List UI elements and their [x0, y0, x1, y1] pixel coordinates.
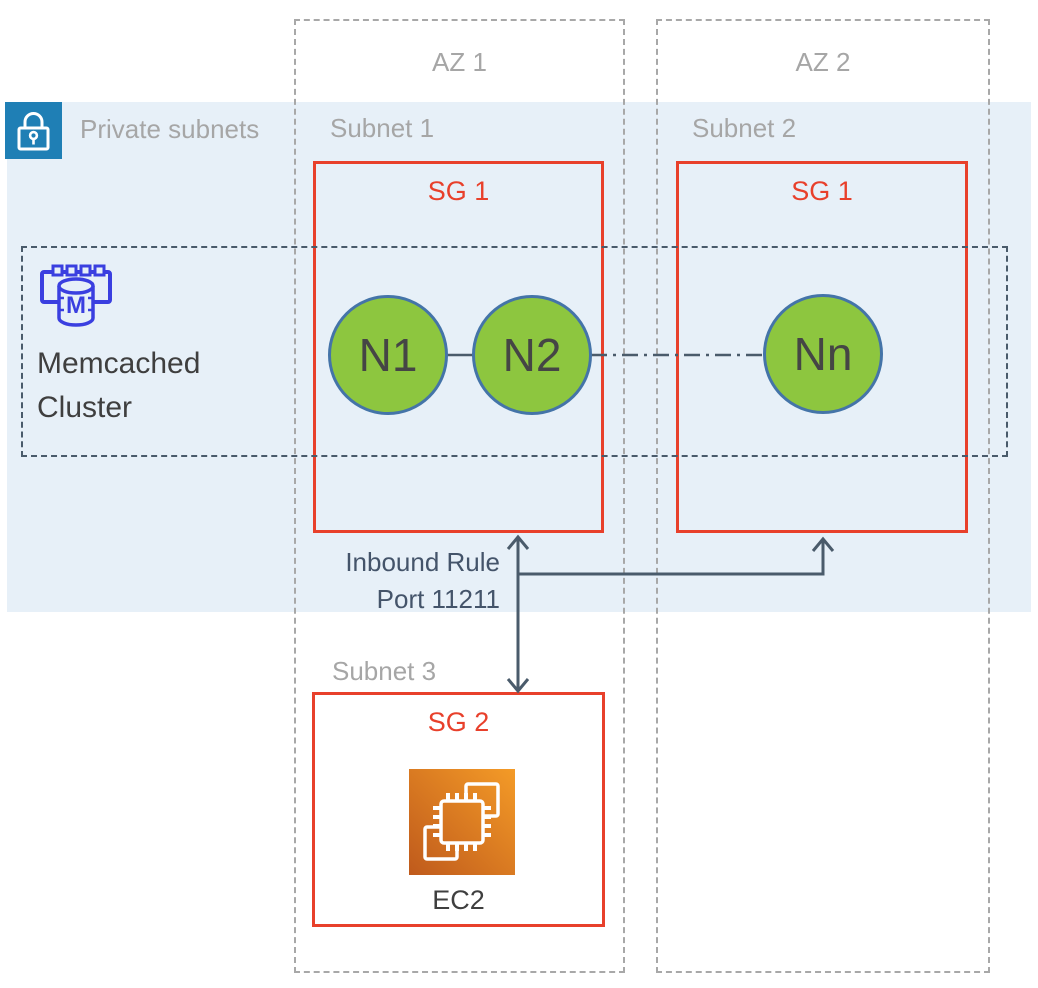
subnet3-label: Subnet 3: [332, 656, 437, 686]
security-group-1-az1: SG 1: [313, 161, 604, 533]
cache-node-n2-label: N2: [502, 329, 562, 381]
sg1-az1-label: SG 1: [427, 176, 490, 206]
cache-node-n2: N2: [472, 295, 592, 415]
inbound-rule-line1: Inbound Rule: [345, 547, 500, 577]
security-group-2: SG 2 EC2: [312, 692, 605, 927]
ec2-label: EC2: [432, 885, 485, 915]
memcached-cluster-label-line1: Memcached: [37, 347, 201, 380]
ec2-icon-glyph: [409, 769, 515, 875]
availability-zone-2: AZ 2 Subnet 2: [656, 19, 990, 973]
availability-zone-1: AZ 1 Subnet 1: [294, 19, 625, 973]
ec2-instance-icon: [409, 769, 515, 875]
inbound-rule-label: Inbound Rule Port 11211: [260, 544, 500, 618]
subnet2-label: Subnet 2: [692, 113, 797, 143]
memcached-icon: M: [36, 258, 116, 337]
private-subnets-label: Private subnets: [80, 114, 260, 144]
cache-node-nn-label: Nn: [793, 328, 853, 380]
cache-node-n1: N1: [328, 295, 448, 415]
lock-icon: [5, 102, 62, 159]
security-group-1-az2: SG 1: [676, 161, 968, 533]
az2-label: AZ 2: [795, 47, 851, 77]
sg2-label: SG 2: [427, 707, 490, 737]
sg1-az2-label: SG 1: [791, 176, 853, 206]
az1-label: AZ 1: [432, 47, 487, 77]
memcached-cluster-boundary: [21, 246, 1008, 457]
cache-node-nn: Nn: [763, 294, 883, 414]
subnet1-label: Subnet 1: [330, 113, 435, 143]
svg-text:M: M: [66, 292, 86, 319]
inbound-rule-line2: Port 11211: [376, 584, 500, 614]
memcached-icon-glyph: M: [40, 264, 112, 327]
cache-node-n1-label: N1: [358, 329, 418, 381]
memcached-cluster-label: Memcached Cluster: [37, 342, 200, 430]
memcached-cluster-label-line2: Cluster: [37, 391, 133, 424]
lock-icon-glyph: [17, 112, 50, 151]
